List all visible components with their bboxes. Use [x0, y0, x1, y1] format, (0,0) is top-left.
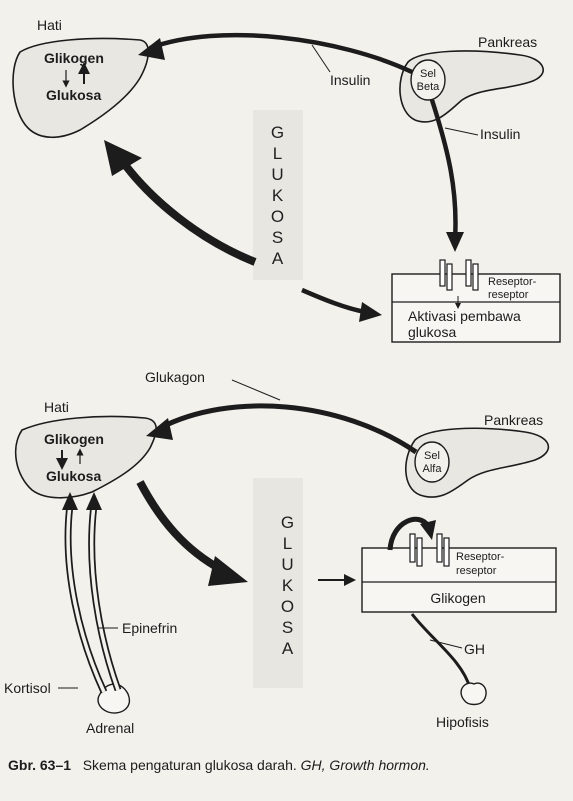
gh-label: GH: [464, 641, 485, 657]
caption-number: Gbr. 63–1: [8, 757, 71, 773]
alpha-cell: [415, 442, 449, 482]
pancreas-label-top: Pankreas: [478, 34, 537, 50]
alpha-cell-label-1: Sel: [424, 450, 440, 462]
glucose-arrowhead-band: [208, 556, 248, 586]
insulin-arrowhead-receptor: [446, 232, 464, 252]
alpha-cell-label-2: Alfa: [423, 463, 443, 475]
insulin-leader-side: [445, 128, 478, 135]
glucose-band-bottom: [253, 478, 303, 688]
insulin-label-top: Insulin: [330, 72, 370, 88]
glucose-letter: L: [283, 534, 293, 553]
glucose-arrow-from-liver: [140, 482, 222, 570]
glucagon-leader: [232, 380, 280, 400]
insulin-leader-top: [312, 45, 330, 72]
glycogen-box-label: Glikogen: [430, 590, 485, 606]
caption-text: Skema pengaturan glukosa darah.: [83, 757, 297, 773]
glucose-regulation-diagram: G L U K O S A Hati Glikogen Glukosa Pank…: [0, 0, 573, 750]
glycogen-label-top: Glikogen: [44, 50, 104, 66]
receptor-label-top-2: reseptor: [488, 289, 529, 301]
glucose-arrowhead-liver-top: [104, 140, 142, 176]
glucose-letter: K: [282, 576, 294, 595]
beta-cell: [411, 60, 445, 100]
glucose-letter: G: [271, 123, 285, 142]
activation-label-1: Aktivasi pembawa: [408, 308, 521, 324]
caption-italic: GH, Growth hormon.: [301, 757, 430, 773]
glucose-arrow-to-liver-top: [120, 158, 255, 262]
activation-label-2: glukosa: [408, 324, 456, 340]
glucose-letter: S: [282, 618, 294, 637]
glucose-letter: L: [273, 144, 283, 163]
beta-cell-label-2: Beta: [417, 81, 441, 93]
epinefrin-arrow-inner: [92, 505, 118, 690]
glucose-letter: A: [272, 249, 284, 268]
glucagon-arrow-to-liver: [160, 406, 416, 452]
liver-bottom: [16, 417, 156, 498]
insulin-arrow-to-receptor: [432, 100, 456, 240]
insulin-label-side: Insulin: [480, 126, 520, 142]
pancreas-label-bottom: Pankreas: [484, 412, 543, 428]
insulin-arrow-to-liver: [150, 35, 412, 72]
glucose-vertical-word-bottom: G L U K O S A: [281, 513, 295, 658]
glucose-letter: G: [281, 513, 295, 532]
beta-cell-label-1: Sel: [420, 68, 436, 80]
glucose-arrowhead-cell-top: [359, 302, 382, 322]
glucose-arrow-to-cell-top: [302, 290, 365, 312]
glucagon-label: Glukagon: [145, 369, 205, 385]
hypophysis-shape: [461, 683, 486, 704]
glycogen-label-bottom: Glikogen: [44, 431, 104, 447]
figure-caption: Gbr. 63–1 Skema pengaturan glukosa darah…: [8, 756, 568, 775]
glucose-letter: O: [271, 207, 285, 226]
glucose-vertical-word-top: G L U K O S A: [271, 123, 285, 268]
hipofisis-label: Hipofisis: [436, 714, 489, 730]
glucose-letter: U: [281, 555, 294, 574]
gh-leader: [430, 640, 462, 648]
glucose-letter: S: [272, 228, 284, 247]
glucose-arrowhead-cell-bottom: [344, 574, 356, 586]
receptor-label-bottom-1: Reseptor-: [456, 551, 505, 563]
glucose-letter: A: [282, 639, 294, 658]
glucose-label-top: Glukosa: [46, 87, 101, 103]
liver-label-top: Hati: [37, 17, 62, 33]
epinefrin-arrowhead: [86, 492, 102, 510]
glucose-letter: K: [272, 186, 284, 205]
glucose-label-bottom: Glukosa: [46, 468, 101, 484]
receptor-label-top-1: Reseptor-: [488, 276, 537, 288]
receptor-label-bottom-2: reseptor: [456, 565, 497, 577]
adrenal-label: Adrenal: [86, 720, 134, 736]
epinefrin-label: Epinefrin: [122, 620, 177, 636]
glucose-letter: O: [281, 597, 295, 616]
glucose-letter: U: [271, 165, 284, 184]
liver-label-bottom: Hati: [44, 399, 69, 415]
kortisol-label: Kortisol: [4, 680, 51, 696]
gh-arrow: [412, 614, 470, 688]
